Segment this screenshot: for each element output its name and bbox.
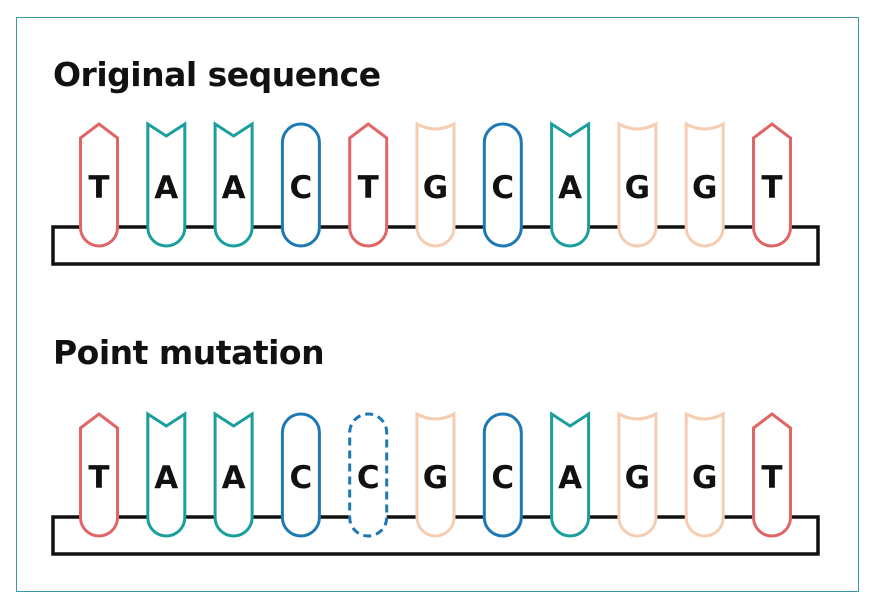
nucleotide-letter: C [491,460,514,496]
nucleotide-shape [617,121,658,248]
nucleotide-C: C [280,412,321,538]
nucleotide-shape [146,411,187,538]
nucleotide-letter: G [692,460,717,496]
nucleotide-shape [280,412,321,538]
nucleotide-shape [482,412,523,538]
nucleotide-A: A [213,411,254,538]
nucleotide-letter: A [558,170,582,206]
nucleotide-C: C [482,412,523,538]
nucleotide-letter: C [491,170,514,206]
nucleotide-T: T [752,122,792,248]
nucleotide-C: C [482,122,523,248]
nucleotide-C-mutated: C [348,412,389,538]
nucleotide-A: A [550,121,591,248]
nucleotide-shape [213,121,254,248]
nucleotide-shape [684,121,725,248]
nucleotide-letter: T [88,170,109,206]
nucleotide-shape [348,122,389,248]
section-title-mutation: Point mutation [53,333,325,372]
nucleotide-shape [752,122,792,248]
nucleotide-shape [213,411,254,538]
nucleotide-shape [415,121,456,248]
nucleotide-letter: A [558,460,582,496]
nucleotide-letter: A [154,170,178,206]
nucleotide-shape [752,412,792,538]
nucleotide-T: T [79,122,119,248]
nucleotide-A: A [213,121,254,248]
nucleotide-C: C [280,122,321,248]
nucleotide-letter: G [692,170,717,206]
nucleotide-shape [550,121,591,248]
nucleotide-letter: A [222,170,246,206]
nucleotide-shape [146,121,187,248]
nucleotide-shape [482,122,523,248]
nucleotide-letter: C [290,460,313,496]
nucleotide-letter: G [423,170,448,206]
nucleotide-T: T [79,412,119,538]
nucleotide-A: A [146,121,187,248]
nucleotide-T: T [752,412,792,538]
nucleotide-G: G [617,411,658,538]
nucleotide-shape [550,411,591,538]
nucleotide-letter: T [88,460,109,496]
nucleotide-A: A [146,411,187,538]
nucleotide-shape [348,412,389,538]
nucleotide-shape [415,411,456,538]
nucleotide-G: G [617,121,658,248]
nucleotide-letter: T [358,170,379,206]
nucleotide-shape [280,122,321,248]
nucleotide-letter: T [761,460,782,496]
nucleotide-letter: C [290,170,313,206]
nucleotide-letter: A [222,460,246,496]
section-title-original: Original sequence [53,55,381,94]
nucleotide-G: G [415,411,456,538]
nucleotide-shape [684,411,725,538]
nucleotide-letter: G [625,170,650,206]
nucleotide-G: G [684,121,725,248]
nucleotide-shape [79,412,119,538]
nucleotide-A: A [550,411,591,538]
nucleotide-T: T [348,122,389,248]
nucleotide-G: G [684,411,725,538]
nucleotide-shape [617,411,658,538]
nucleotide-shape [79,122,119,248]
nucleotide-letter: G [625,460,650,496]
nucleotide-letter: T [761,170,782,206]
nucleotide-letter: A [154,460,178,496]
nucleotide-letter: G [423,460,448,496]
nucleotide-G: G [415,121,456,248]
nucleotide-letter: C [357,460,380,496]
